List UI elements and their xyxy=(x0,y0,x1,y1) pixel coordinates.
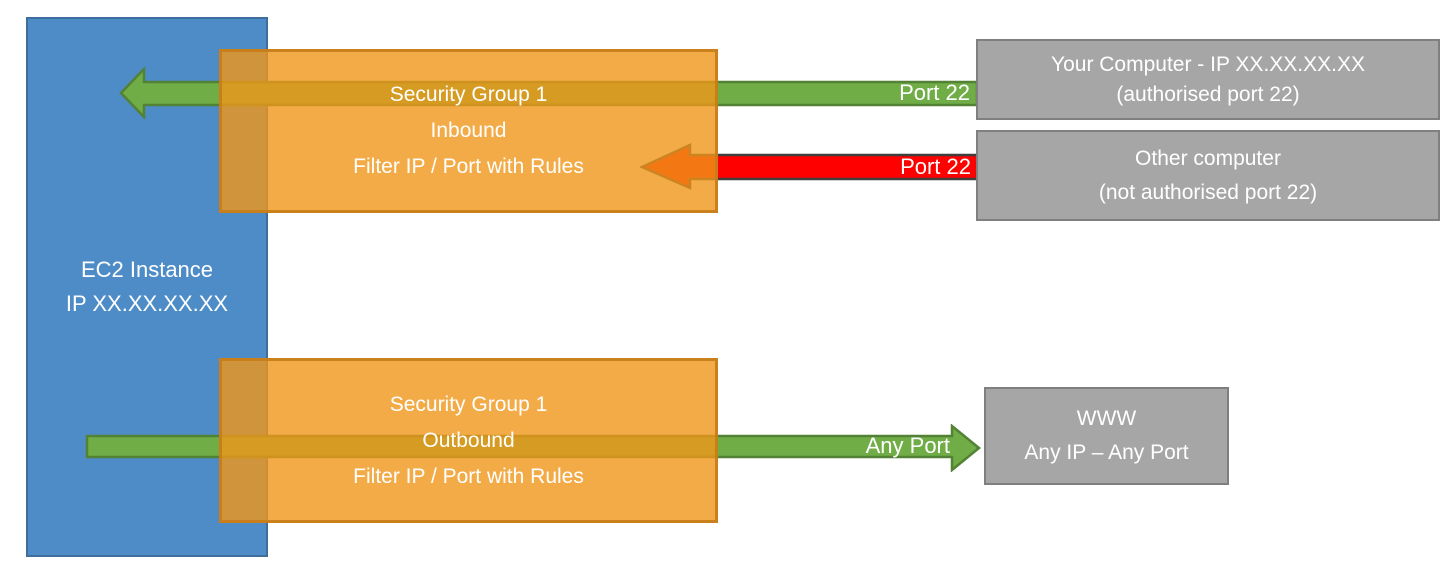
sg-inbound-direction: Inbound xyxy=(430,119,507,142)
sg-outbound-name: Security Group 1 xyxy=(389,392,548,416)
sg-outbound-description: Filter IP / Port with Rules xyxy=(353,464,584,488)
security-group-inbound-box: Security Group 1 Inbound Filter IP / Por… xyxy=(219,49,718,213)
sg-inbound-name: Security Group 1 xyxy=(389,83,548,106)
ec2-instance-name: EC2 Instance xyxy=(80,257,214,282)
your-computer-title: Your Computer - IP XX.XX.XX.XX xyxy=(1051,52,1365,76)
inbound-blocked-port-label: Port 22 xyxy=(900,154,971,179)
inbound-allowed-port-label: Port 22 xyxy=(899,80,970,105)
ec2-instance-ip: IP XX.XX.XX.XX xyxy=(65,291,229,316)
other-computer-title: Other computer xyxy=(1135,146,1281,170)
your-computer-subtitle: (authorised port 22) xyxy=(1116,82,1300,106)
your-computer-box: Your Computer - IP XX.XX.XX.XX (authoris… xyxy=(976,39,1440,120)
www-subtitle: Any IP – Any Port xyxy=(1024,441,1189,464)
www-title: WWW xyxy=(1076,407,1137,430)
outbound-port-label: Any Port xyxy=(865,433,950,458)
sg-outbound-direction: Outbound xyxy=(422,428,515,452)
other-computer-box: Other computer (not authorised port 22) xyxy=(976,130,1440,221)
other-computer-subtitle: (not authorised port 22) xyxy=(1098,180,1318,204)
security-group-outbound-box: Security Group 1 Outbound Filter IP / Po… xyxy=(219,358,718,523)
www-box: WWW Any IP – Any Port xyxy=(984,387,1229,485)
sg-inbound-description: Filter IP / Port with Rules xyxy=(353,155,584,178)
